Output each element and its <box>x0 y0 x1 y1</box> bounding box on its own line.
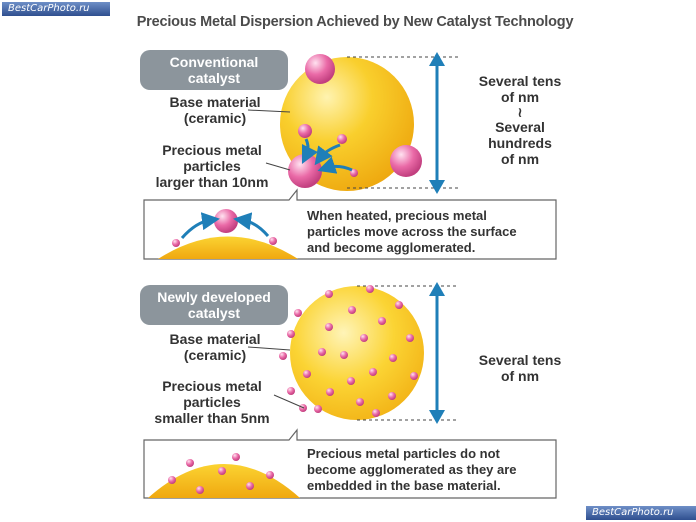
conventional-badge: Conventional catalyst <box>140 50 288 90</box>
conventional-particles <box>288 54 422 188</box>
conventional-size-label: Several tens of nm ≀ Several hundreds of… <box>440 73 600 167</box>
size-line: of nm <box>500 151 540 167</box>
new-badge-line: catalyst <box>187 305 241 321</box>
new-sphere <box>290 286 424 420</box>
label-line: smaller than 5nm <box>154 410 270 426</box>
note-line: and become agglomerated. <box>307 240 476 255</box>
conventional-dimension <box>347 52 458 194</box>
leader-particle-1 <box>265 162 291 171</box>
new-detail-box <box>143 428 557 499</box>
label-line: particles <box>183 394 241 410</box>
conventional-badge-line: catalyst <box>187 70 241 86</box>
label-line: (ceramic) <box>183 110 247 126</box>
leader-particle-2 <box>273 394 305 409</box>
new-dispersed-particles <box>279 285 418 417</box>
label-line: larger than 10nm <box>155 174 269 190</box>
note-line: particles move across the surface <box>307 224 517 239</box>
conventional-note: When heated, precious metal particles mo… <box>307 208 551 256</box>
size-line: ≀ <box>517 104 523 120</box>
label-line: Precious metal <box>162 378 262 394</box>
watermark-bottom: BestCarPhoto.ru <box>586 506 696 520</box>
watermark-top: BestCarPhoto.ru <box>2 2 110 16</box>
size-line: Several <box>495 119 545 135</box>
size-line: of nm <box>500 368 540 384</box>
size-line: hundreds <box>488 135 552 151</box>
label-line: (ceramic) <box>183 347 247 363</box>
conventional-migration-arrows <box>301 138 353 174</box>
label-line: particles <box>183 158 241 174</box>
new-badge: Newly developed catalyst <box>140 285 288 325</box>
leader-base-2 <box>247 346 291 351</box>
note-line: embedded in the base material. <box>307 478 501 493</box>
new-size-label: Several tens of nm <box>440 352 600 384</box>
new-base-label: Base material (ceramic) <box>140 331 290 363</box>
leader-base-1 <box>247 109 291 113</box>
new-note: Precious metal particles do not become a… <box>307 446 551 494</box>
new-badge-line: Newly developed <box>157 289 271 305</box>
label-line: Base material <box>169 94 261 110</box>
size-line: of nm <box>500 89 540 105</box>
label-line: Precious metal <box>162 142 262 158</box>
note-line: When heated, precious metal <box>307 208 487 223</box>
conventional-badge-line: Conventional <box>169 54 259 70</box>
diagram-title: Precious Metal Dispersion Achieved by Ne… <box>136 14 574 30</box>
note-line: become agglomerated as they are <box>307 462 517 477</box>
label-line: Base material <box>169 331 261 347</box>
size-line: Several tens <box>478 73 562 89</box>
conventional-base-label: Base material (ceramic) <box>140 94 290 126</box>
conventional-particle-label: Precious metal particles larger than 10n… <box>132 142 292 190</box>
conventional-detail-box <box>143 188 557 260</box>
new-particle-label: Precious metal particles smaller than 5n… <box>132 378 292 426</box>
new-dimension <box>357 282 458 424</box>
note-line: Precious metal particles do not <box>307 446 500 461</box>
size-line: Several tens <box>478 352 562 368</box>
